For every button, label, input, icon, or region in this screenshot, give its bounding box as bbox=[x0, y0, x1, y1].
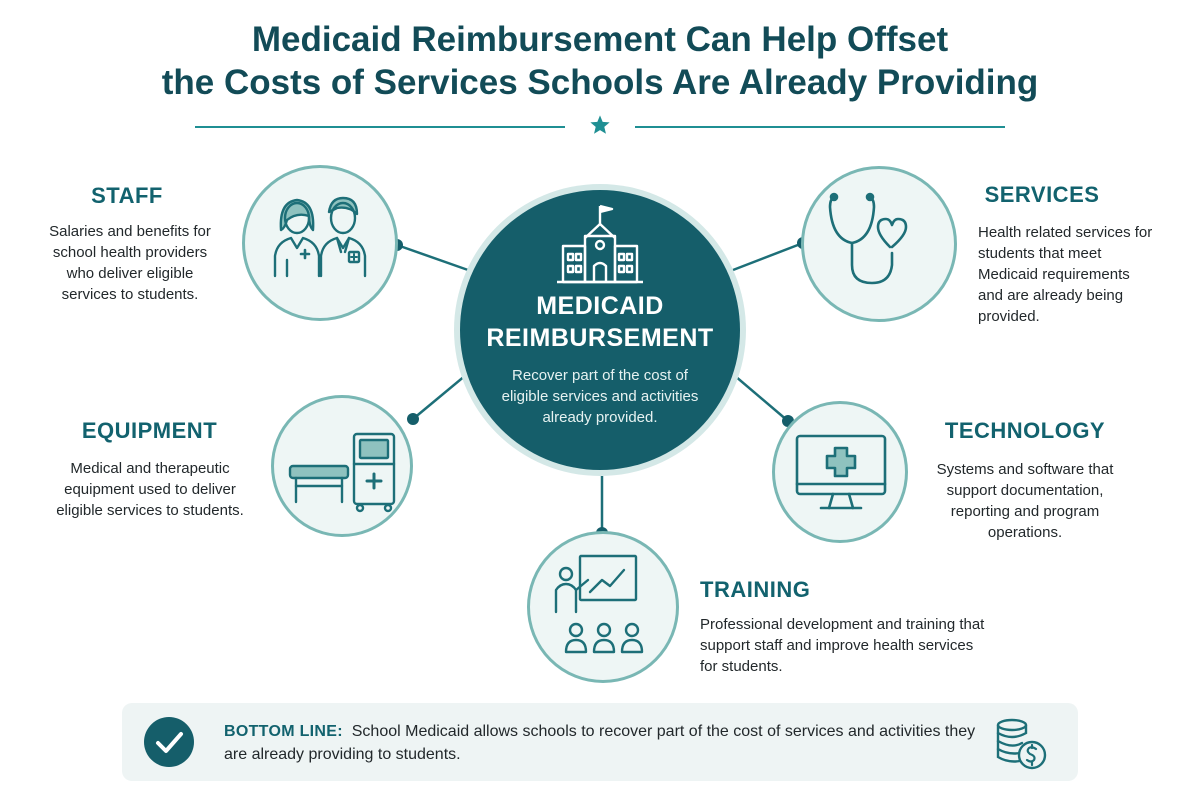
coins-dollar-icon bbox=[996, 718, 1047, 770]
star-icon bbox=[590, 115, 610, 134]
connector-dot-equipment bbox=[407, 413, 419, 425]
staff-description: Salaries and benefits for school health … bbox=[49, 223, 211, 303]
title-divider-left bbox=[195, 126, 565, 128]
technology-description: Systems and software that support docume… bbox=[936, 461, 1114, 541]
training-circle bbox=[527, 531, 679, 683]
bottom-line-text: School Medicaid allows schools to recove… bbox=[224, 723, 976, 763]
technology-label: TECHNOLOGY bbox=[944, 418, 1106, 443]
bottom-line-label: BOTTOM LINE: bbox=[224, 723, 343, 740]
staff-label: STAFF bbox=[91, 183, 163, 208]
medical-equipment-icon bbox=[288, 432, 396, 513]
stethoscope-heart-icon bbox=[828, 192, 908, 285]
page-title: Medicaid Reimbursement Can Help Offset t… bbox=[0, 18, 1200, 104]
title-line-2: the Costs of Services Schools Are Alread… bbox=[161, 63, 1039, 102]
training-label: TRAINING bbox=[700, 577, 811, 602]
hub-title: MEDICAID REIMBURSEMENT bbox=[486, 292, 714, 352]
equipment-label: EQUIPMENT bbox=[81, 418, 218, 443]
staff-circle bbox=[242, 165, 398, 321]
services-circle bbox=[801, 166, 957, 322]
checkmark-icon bbox=[144, 717, 194, 767]
health-staff-icon bbox=[273, 196, 367, 278]
medicaid-reimbursement-hub: MEDICAID REIMBURSEMENT Recover part of t… bbox=[460, 190, 740, 470]
training-description: Professional development and training th… bbox=[700, 616, 985, 675]
hub-description: Recover part of the cost of eligible ser… bbox=[501, 367, 699, 426]
title-divider-right bbox=[635, 126, 1005, 128]
services-description: Health related services for students tha… bbox=[978, 224, 1153, 325]
bottom-line-text-block: BOTTOM LINE: School Medicaid allows scho… bbox=[224, 720, 984, 766]
services-label: SERVICES bbox=[984, 182, 1100, 207]
training-presentation-icon bbox=[554, 554, 644, 654]
equipment-description: Medical and therapeutic equipment used t… bbox=[56, 460, 244, 519]
equipment-circle bbox=[271, 395, 413, 537]
bottom-line-panel: BOTTOM LINE: School Medicaid allows scho… bbox=[122, 703, 1078, 781]
school-building-icon bbox=[557, 204, 643, 284]
computer-monitor-icon bbox=[795, 434, 887, 510]
technology-circle bbox=[772, 401, 908, 543]
title-line-1: Medicaid Reimbursement Can Help Offset bbox=[251, 20, 949, 59]
